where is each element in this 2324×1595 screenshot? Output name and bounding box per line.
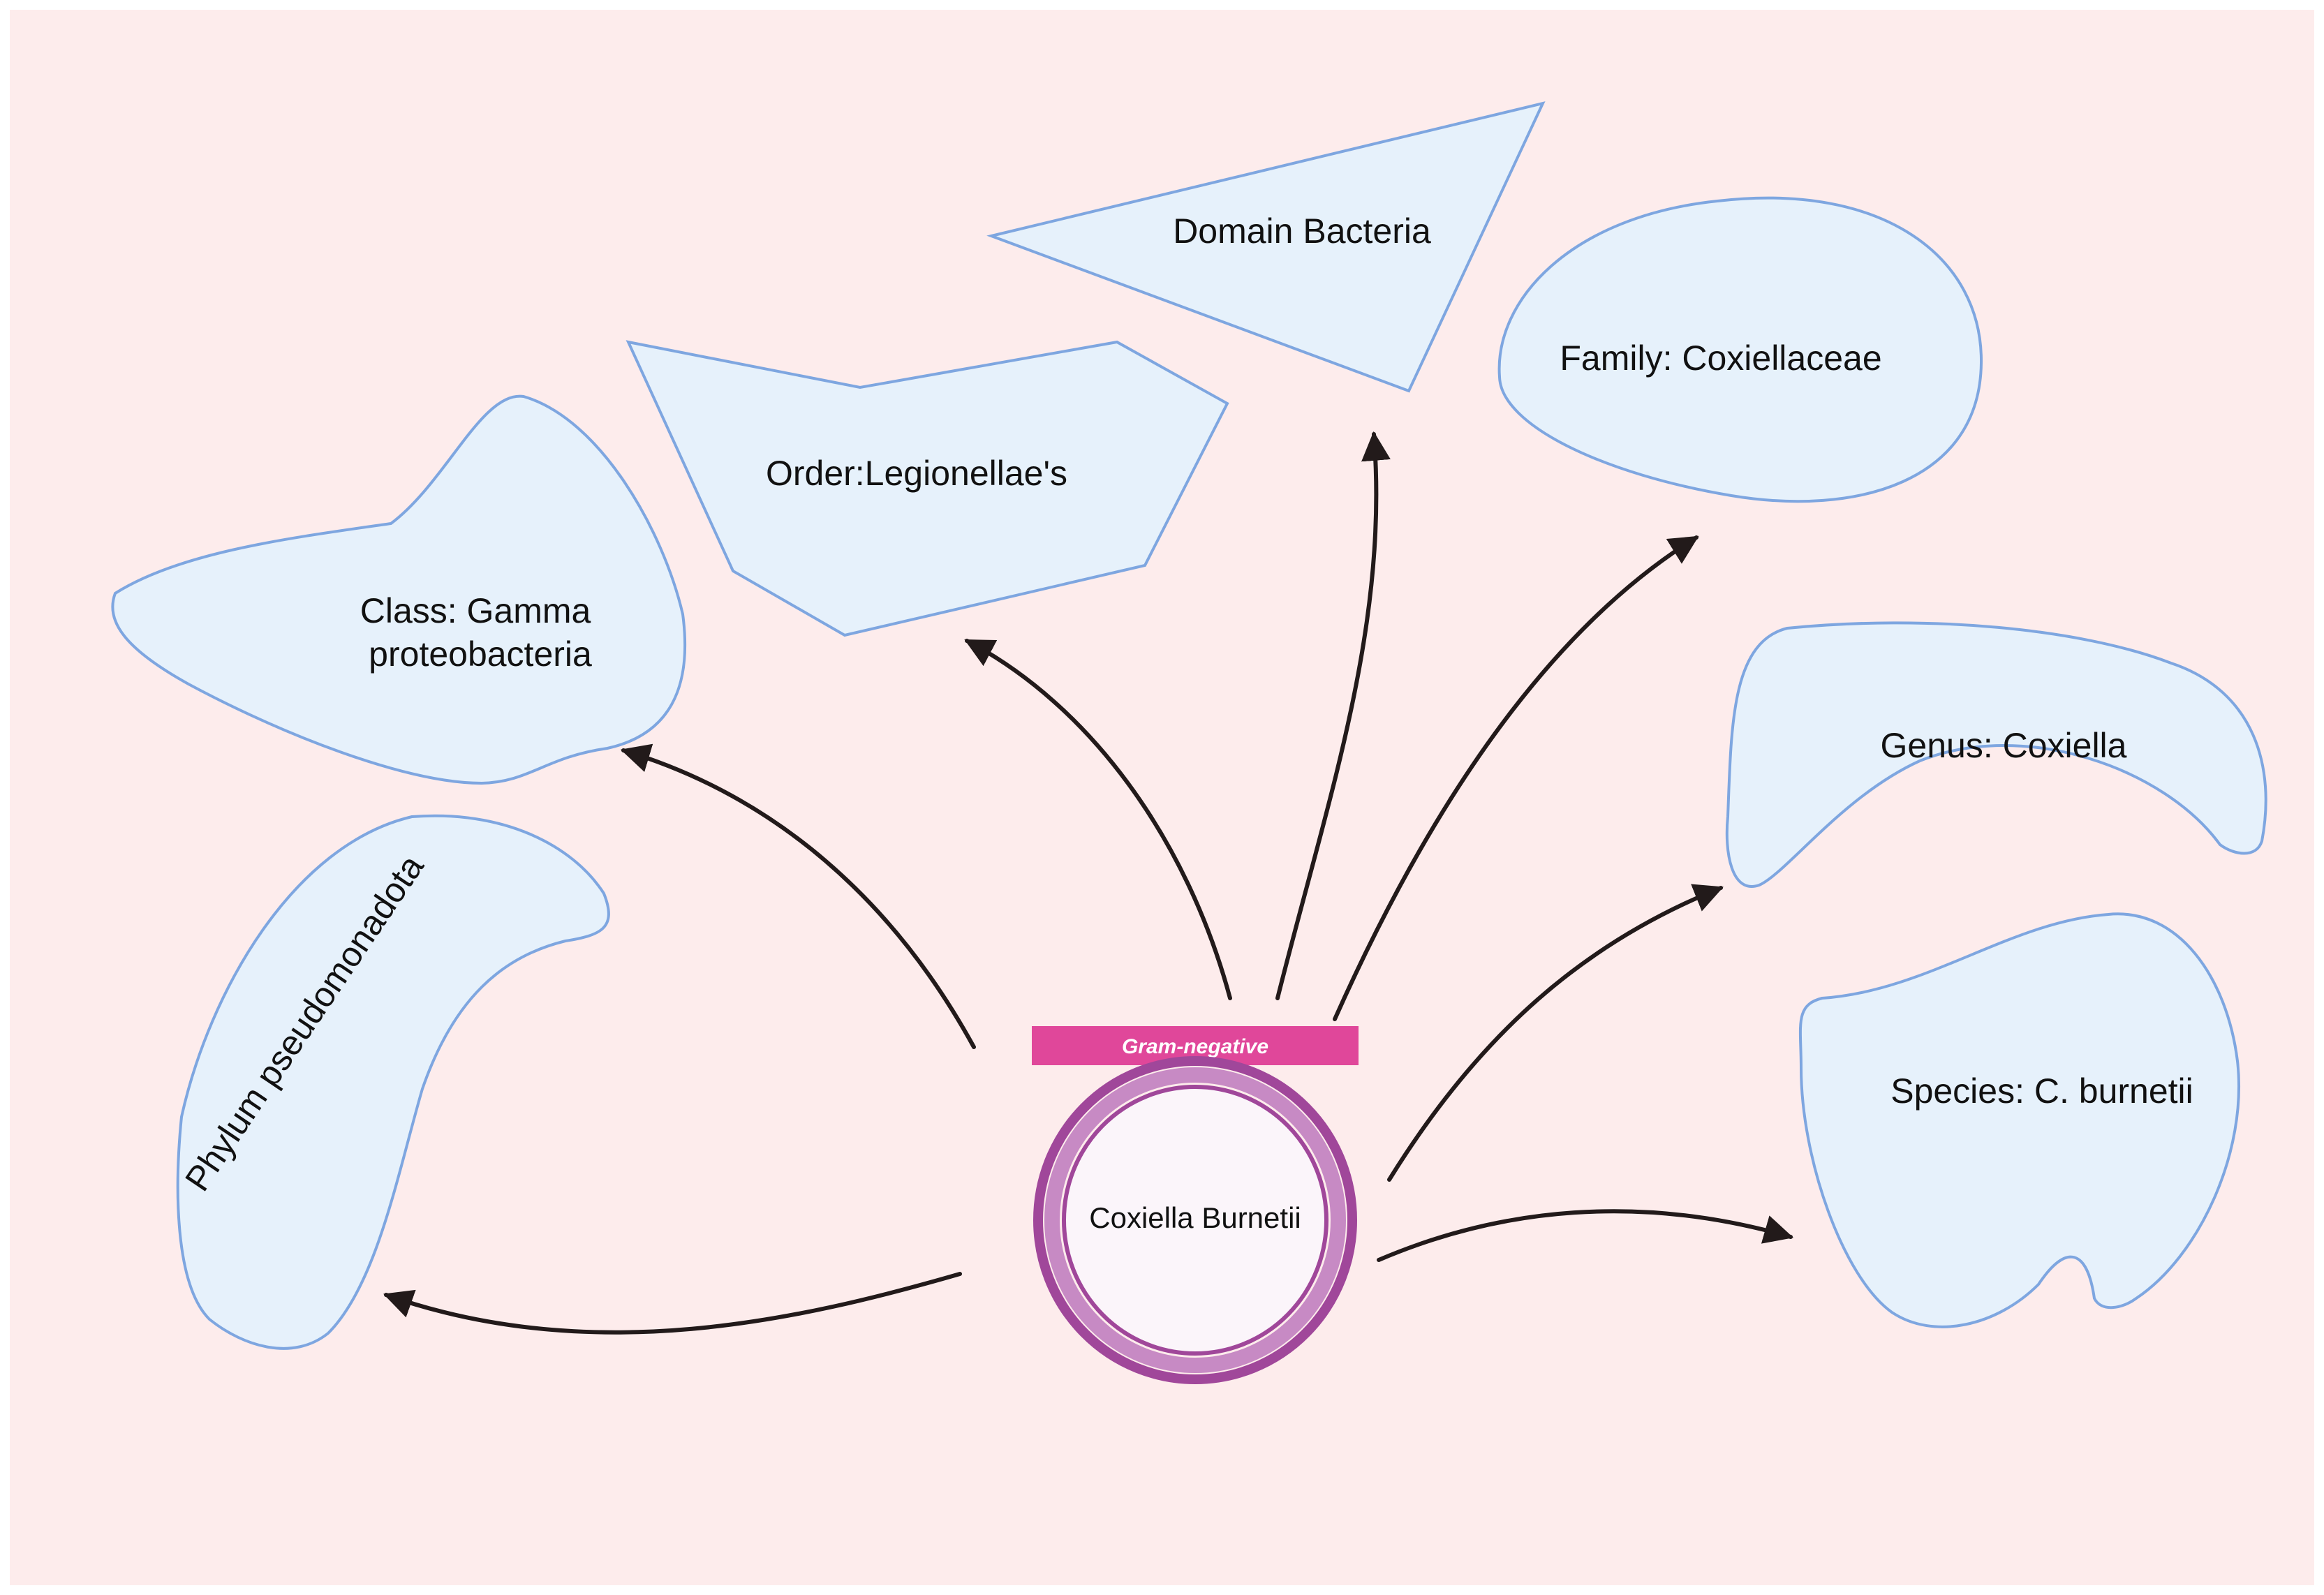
- node-genus: Genus: Coxiella: [1725, 621, 2267, 888]
- center-cell-label: Coxiella Burnetii: [1089, 1201, 1301, 1234]
- node-order: Order:Legionellae's: [626, 340, 1229, 637]
- node-genus-label: Genus: Coxiella: [1881, 726, 2127, 765]
- node-phylum-shape: [176, 814, 610, 1350]
- cell-outer-ring: [1033, 1056, 1357, 1384]
- arrow-to-class: [620, 743, 976, 1049]
- arrow-to-domain: [1275, 431, 1391, 1000]
- node-class-shape: [111, 394, 687, 785]
- cell-inner-ring: [1062, 1085, 1328, 1356]
- arrow-to-genus: [1387, 884, 1724, 1182]
- node-species: Species: C. burnetii: [1798, 912, 2241, 1328]
- node-domain-shape: [986, 101, 1546, 393]
- node-domain-label: Domain Bacteria: [1173, 212, 1431, 251]
- node-genus-shape: [1725, 621, 2267, 888]
- node-class-label-line2: proteobacteria: [369, 635, 592, 674]
- arrow-to-order: [964, 639, 1232, 1000]
- node-species-shape: [1798, 912, 2241, 1328]
- arrow-to-phylum: [383, 1272, 962, 1335]
- node-order-shape: [626, 340, 1229, 637]
- center-cell: Gram-negative Coxiella Burnetii: [1032, 1026, 1359, 1384]
- node-class-label-line1: Class: Gamma: [360, 591, 591, 630]
- node-class-label: Class: Gamma proteobacteria: [360, 591, 601, 674]
- node-domain: Domain Bacteria: [986, 101, 1546, 393]
- arrow-to-species: [1377, 1209, 1794, 1262]
- node-species-label: Species: C. burnetii: [1890, 1071, 2193, 1111]
- gram-negative-badge-label: Gram-negative: [1122, 1035, 1268, 1058]
- node-class: Class: Gamma proteobacteria: [111, 394, 687, 785]
- arrow-to-family: [1333, 535, 1699, 1021]
- node-order-label: Order:Legionellae's: [766, 454, 1067, 493]
- cell-middle-ring: [1044, 1067, 1346, 1373]
- node-family: Family: Coxiellaceae: [1497, 196, 1983, 503]
- node-family-label: Family: Coxiellaceae: [1560, 339, 1881, 378]
- node-family-shape: [1497, 196, 1983, 503]
